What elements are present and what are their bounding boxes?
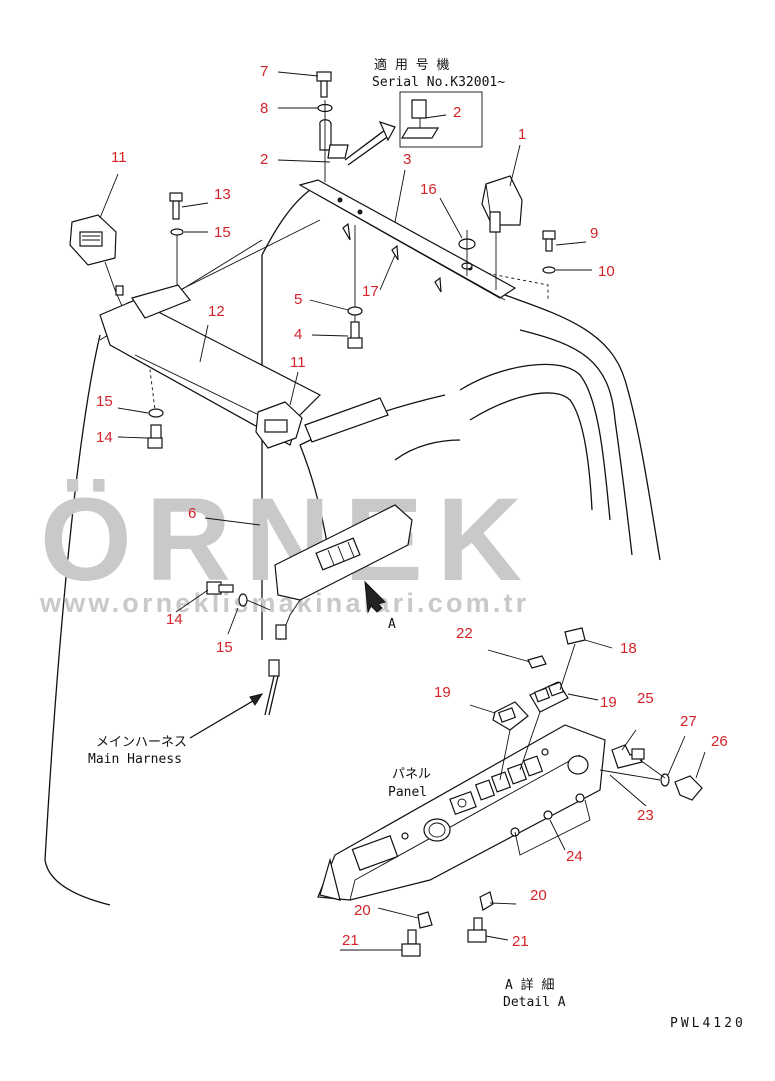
lamp-bolt-13 bbox=[169, 192, 184, 295]
panel-switch-row bbox=[474, 755, 544, 801]
visor-bolt-left bbox=[147, 408, 164, 449]
callout-6: 6 bbox=[188, 505, 196, 522]
callout-numbers: 7 8 2 2 1 3 16 9 10 17 5 4 11 13 15 12 1… bbox=[96, 63, 728, 950]
detail-a-label-jp: A 詳 細 bbox=[505, 977, 554, 993]
callout-12: 12 bbox=[208, 303, 225, 320]
inset-frame bbox=[399, 91, 483, 148]
callout-8: 8 bbox=[260, 100, 268, 117]
detail-a-label-en: Detail A bbox=[503, 995, 566, 1010]
rocker-switches bbox=[492, 627, 586, 781]
switch-housing bbox=[274, 504, 413, 641]
callout-18: 18 bbox=[620, 640, 637, 657]
front-work-lamp-left bbox=[69, 214, 129, 321]
front-visor bbox=[99, 284, 389, 446]
callout-11-left: 11 bbox=[111, 149, 127, 166]
leader-lines bbox=[99, 71, 706, 951]
roof-screws bbox=[342, 222, 442, 293]
callout-23: 23 bbox=[637, 807, 654, 824]
serial-label-en: Serial No.K32001~ bbox=[372, 75, 505, 90]
grommet bbox=[458, 230, 476, 276]
rear-work-lamp bbox=[481, 175, 523, 290]
callout-19-left: 19 bbox=[434, 684, 451, 701]
callout-4: 4 bbox=[294, 326, 302, 343]
front-work-lamp-right bbox=[255, 401, 303, 449]
callout-21-left: 21 bbox=[342, 932, 359, 949]
main-harness-connector bbox=[264, 659, 280, 716]
panel-mount-hardware bbox=[401, 891, 494, 957]
callout-21-right: 21 bbox=[512, 933, 529, 950]
callout-15-left: 15 bbox=[96, 393, 113, 410]
callout-20-right: 20 bbox=[530, 887, 547, 904]
panel-label-en: Panel bbox=[388, 785, 427, 800]
callout-26: 26 bbox=[711, 733, 728, 750]
callout-27: 27 bbox=[680, 713, 697, 730]
serial-label-jp: 適 用 号 機 bbox=[374, 57, 449, 73]
callout-24: 24 bbox=[566, 848, 583, 865]
detail-a-panel bbox=[317, 724, 606, 901]
callout-14-lower: 14 bbox=[166, 611, 183, 628]
panel-bracket-hardware bbox=[599, 744, 703, 801]
callout-2: 2 bbox=[260, 151, 268, 168]
roof-hook-assembly bbox=[316, 71, 349, 182]
callout-16: 16 bbox=[420, 181, 437, 198]
view-a-label: A bbox=[388, 617, 396, 632]
callout-19-right: 19 bbox=[600, 694, 617, 711]
view-a-arrow bbox=[364, 580, 386, 614]
callout-17: 17 bbox=[362, 283, 379, 300]
callout-11-right: 11 bbox=[290, 354, 306, 371]
callout-5: 5 bbox=[294, 291, 302, 308]
panel-label-jp: パネル bbox=[392, 767, 431, 782]
callout-2-inset: 2 bbox=[453, 104, 461, 121]
watermark: ÖRNEK www.orneklismakinalari.com.tr bbox=[39, 474, 526, 618]
callout-20-left: 20 bbox=[354, 902, 371, 919]
housing-bolt bbox=[206, 581, 271, 611]
lamp-mount-bolt bbox=[542, 230, 556, 274]
roof-bracket bbox=[298, 179, 517, 301]
inset-detail bbox=[399, 91, 483, 148]
callout-25: 25 bbox=[637, 690, 654, 707]
callout-13: 13 bbox=[214, 186, 231, 203]
callout-14-left: 14 bbox=[96, 429, 113, 446]
main-harness-label-jp: メインハーネス bbox=[96, 735, 187, 750]
main-harness-label-en: Main Harness bbox=[88, 752, 182, 767]
inset-hook bbox=[411, 99, 427, 119]
callout-10: 10 bbox=[598, 263, 615, 280]
drawing-code: PWL4120 bbox=[670, 1016, 746, 1031]
callout-7: 7 bbox=[260, 63, 268, 80]
callout-1: 1 bbox=[518, 126, 526, 143]
callout-22: 22 bbox=[456, 625, 473, 642]
callout-3: 3 bbox=[403, 151, 411, 168]
callout-9: 9 bbox=[590, 225, 598, 242]
inset-pointer-arrow bbox=[344, 129, 386, 161]
callout-15-top: 15 bbox=[214, 224, 231, 241]
bracket-mount-bolt bbox=[347, 225, 363, 349]
callout-15-lower: 15 bbox=[216, 639, 233, 656]
